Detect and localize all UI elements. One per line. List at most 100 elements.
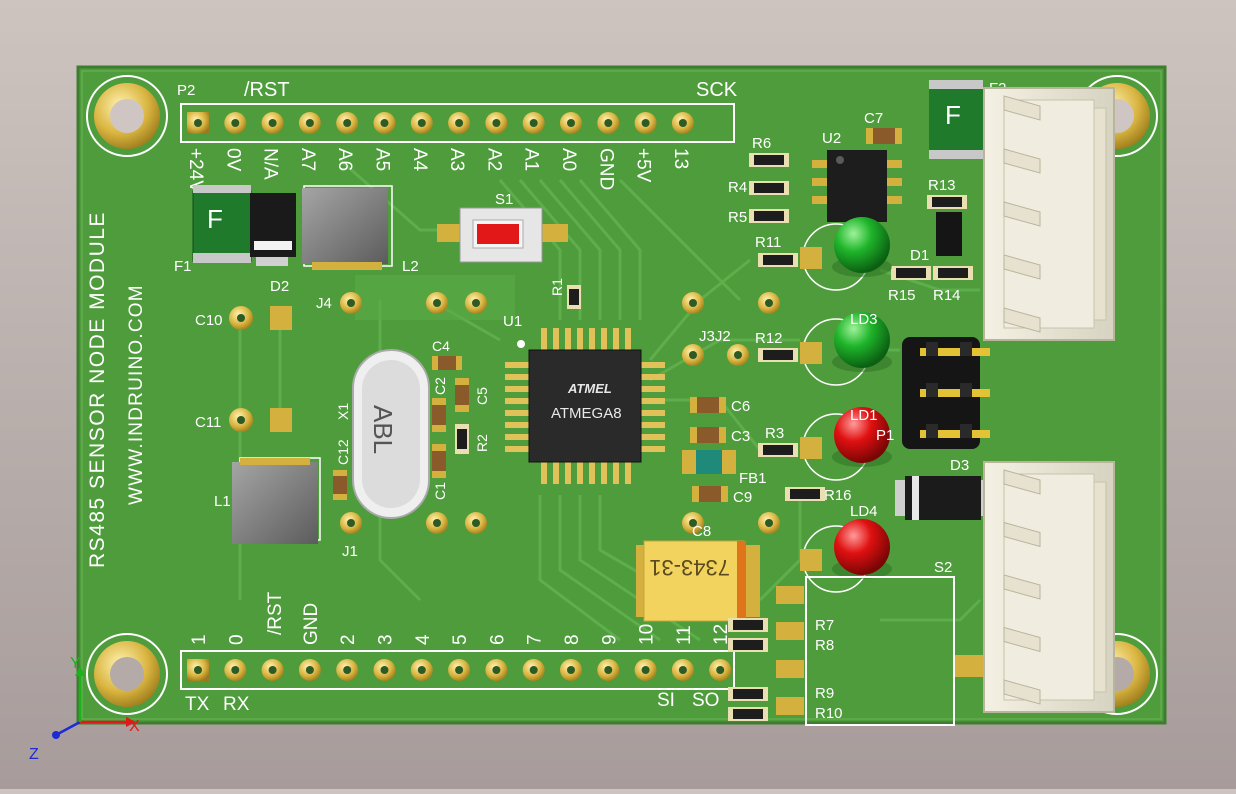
mcu-pin <box>639 362 665 368</box>
smd-resistor <box>728 687 768 701</box>
mcu-pin <box>601 460 607 484</box>
mounting-hole-tl <box>86 75 168 157</box>
capacitor-c3 <box>690 427 726 443</box>
label-r2: R2 <box>474 434 490 452</box>
label-x1: X1 <box>335 403 351 420</box>
tantalum-c8: 7343-31 <box>636 540 760 622</box>
bottom-header-pin <box>597 659 620 681</box>
mcu-u1: ATMEL ATMEGA8 <box>505 328 665 484</box>
label-c1: C1 <box>432 482 448 500</box>
bottom-header-pin <box>373 659 396 681</box>
label-r3: R3 <box>765 425 784 442</box>
mcu-pin <box>505 422 531 428</box>
mcu-pin <box>639 410 665 416</box>
p1-pin <box>954 342 990 356</box>
mcu-pin <box>565 460 571 484</box>
mcu-pin <box>541 460 547 484</box>
bottom-header-pin <box>560 659 582 681</box>
label-d1: D1 <box>910 247 929 264</box>
label-c2: C2 <box>432 377 448 395</box>
label-f1: F1 <box>174 258 192 275</box>
top-header-pin <box>373 112 396 134</box>
crystal-x1: ABL <box>352 349 430 519</box>
label-d3: D3 <box>950 457 969 474</box>
diode-d3 <box>895 476 991 520</box>
bottom-pin-label: 11 <box>674 625 695 645</box>
label-c7: C7 <box>864 110 883 127</box>
bottom-header-pin <box>709 659 732 681</box>
led <box>800 519 892 593</box>
smd-resistor <box>785 487 825 501</box>
bottom-pin-label: 8 <box>562 634 583 645</box>
mcu-pin <box>639 434 665 440</box>
mcu-pin <box>553 328 559 352</box>
bottom-tx-label: TX <box>185 694 210 715</box>
via-pads <box>340 292 780 534</box>
label-s1: S1 <box>495 191 513 208</box>
top-header-pin <box>448 112 471 134</box>
mcu-pin <box>589 460 595 484</box>
capacitor-c1 <box>432 444 446 478</box>
bottom-pin-label: 0 <box>226 634 247 645</box>
mcu-label: ATMEGA8 <box>551 405 622 422</box>
p1-pin <box>954 424 990 438</box>
smd-resistor <box>749 153 789 167</box>
led <box>800 407 892 481</box>
resistor-r1 <box>567 285 581 309</box>
switch-s1 <box>437 207 568 263</box>
bottom-header-pin <box>224 659 247 681</box>
top-pin-label: A3 <box>446 148 467 171</box>
axis-y-label: Y <box>70 655 81 672</box>
label-r4: R4 <box>728 179 747 196</box>
mcu-pin <box>625 460 631 484</box>
mcu-pin <box>589 328 595 352</box>
smd-resistor <box>728 618 768 632</box>
mcu-pin <box>639 446 665 452</box>
label-r15: R15 <box>888 287 916 304</box>
label-ld4: LD4 <box>850 503 878 520</box>
capacitor-c9 <box>692 486 728 502</box>
fuse-f1: F <box>192 185 252 263</box>
top-pin-label: A7 <box>297 148 318 171</box>
bottom-pin-label: 3 <box>376 634 397 645</box>
mounting-hole-bl <box>86 633 168 715</box>
bottom-header-pin <box>410 659 433 681</box>
bottom-pin-label: 9 <box>599 634 620 645</box>
bottom-pin-label: 2 <box>338 634 359 645</box>
label-r12: R12 <box>755 330 783 347</box>
capacitor-c6 <box>690 397 726 413</box>
bottom-header-pin <box>634 659 657 681</box>
top-header-pin <box>336 112 359 134</box>
mcu-pin <box>639 422 665 428</box>
bottom-rx-label: RX <box>223 694 250 715</box>
top-pin-label: A2 <box>483 148 504 171</box>
bottom-pin-label: 7 <box>525 634 546 645</box>
mcu-pin <box>625 328 631 352</box>
fuse-f2: F <box>929 80 983 159</box>
top-pin-label: N/A <box>260 148 281 180</box>
top-pin-label: A0 <box>558 148 579 171</box>
ic-u2 <box>812 150 902 222</box>
capacitor-c12 <box>333 470 347 500</box>
mcu-pin <box>505 398 531 404</box>
label-r16: R16 <box>824 487 852 504</box>
smd-resistor <box>749 209 789 223</box>
mcu-pin <box>505 410 531 416</box>
label-ld3: LD3 <box>850 311 878 328</box>
top-pin-label: 13 <box>670 148 691 169</box>
label-j3j2: J3J2 <box>699 328 731 345</box>
label-u2: U2 <box>822 130 841 147</box>
top-pin-label: 0V <box>222 148 243 172</box>
smd-resistor <box>891 266 931 280</box>
mcu-pin <box>613 328 619 352</box>
capacitor-c2 <box>432 398 446 432</box>
smd-resistor <box>758 253 798 267</box>
top-header-pin <box>671 112 694 134</box>
header-p3 <box>180 650 735 690</box>
smd-resistor <box>728 707 768 721</box>
bottom-so-label: SO <box>692 690 719 711</box>
mcu-pin <box>577 328 583 352</box>
label-c8: C8 <box>692 523 711 540</box>
label-l2: L2 <box>402 258 419 275</box>
